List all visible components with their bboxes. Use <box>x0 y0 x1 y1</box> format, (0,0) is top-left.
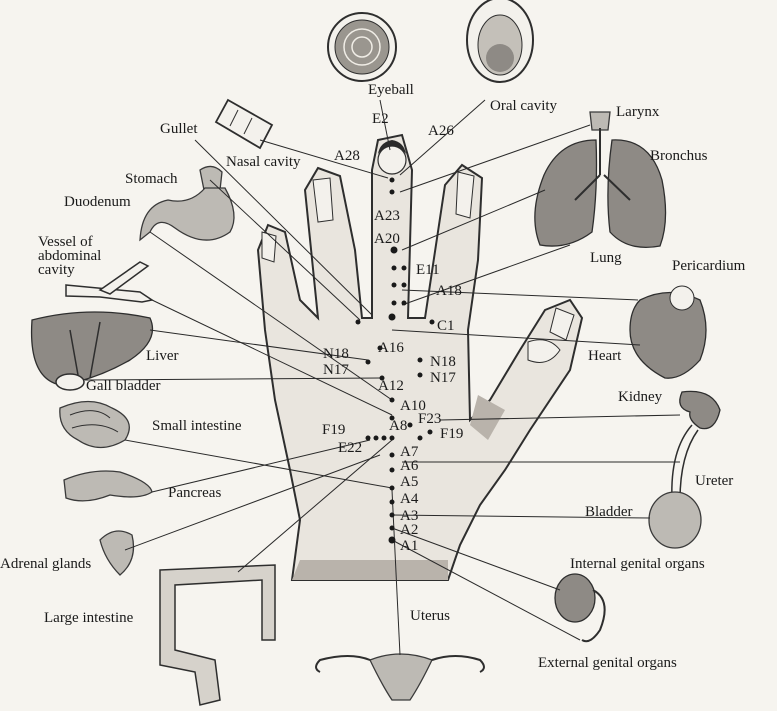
eyeball-icon <box>327 12 397 82</box>
point-a4: A4 <box>400 491 419 507</box>
duodenum-label: Duodenum <box>64 194 131 210</box>
adrenal-label: Adrenal glands <box>0 556 91 572</box>
gullet-label: Gullet <box>160 121 198 137</box>
point-a1: A1 <box>400 538 418 554</box>
pancreas-label: Pancreas <box>168 485 221 501</box>
larynx-label: Larynx <box>616 104 660 120</box>
ureter-label: Ureter <box>695 473 733 489</box>
uterus-label: Uterus <box>410 608 450 624</box>
stomach-icon <box>139 187 235 242</box>
point-e2: E2 <box>372 111 389 127</box>
point-n18-left: N18 <box>323 346 349 362</box>
point-f23: F23 <box>418 411 441 427</box>
point-a20: A20 <box>374 231 400 247</box>
point-n17-left: N17 <box>323 362 349 378</box>
internal-genital-label: Internal genital organs <box>570 556 705 572</box>
point-c1: C1 <box>437 318 455 334</box>
gullet-icon <box>199 165 223 191</box>
point-a10: A10 <box>400 398 426 414</box>
leader-lines <box>84 99 681 656</box>
point-n17-right: N17 <box>430 370 456 386</box>
point-f19-left: F19 <box>322 422 345 438</box>
nasal-cavity-icon <box>214 98 274 150</box>
point-a12: A12 <box>378 378 404 394</box>
stomach-label: Stomach <box>125 171 178 187</box>
point-e22: E22 <box>338 440 362 456</box>
point-a28: A28 <box>334 148 360 164</box>
point-a3: A3 <box>400 508 418 524</box>
bladder-icon <box>648 491 702 549</box>
large-intestine-icon <box>159 564 276 706</box>
vessel-label-line3: cavity <box>38 262 75 278</box>
point-a16: A16 <box>378 340 404 356</box>
vessel-label-line2: abdominal <box>38 248 101 264</box>
pericardium-label: Pericardium <box>672 258 746 274</box>
point-n18-right: N18 <box>430 354 456 370</box>
point-a5: A5 <box>400 474 418 490</box>
vessel-icon <box>65 261 154 303</box>
bladder-label: Bladder <box>585 504 632 520</box>
gall-bladder-icon <box>55 373 85 391</box>
gall-bladder-label: Gall bladder <box>86 378 161 394</box>
large-intestine-label: Large intestine <box>44 610 134 626</box>
small-intestine-icon <box>59 400 130 449</box>
point-e11: E11 <box>416 262 440 278</box>
liver-label: Liver <box>146 348 178 364</box>
oral-cavity-icon <box>466 0 534 83</box>
external-genital-label: External genital organs <box>538 655 677 671</box>
kidney-icon <box>671 390 721 501</box>
point-a26: A26 <box>428 123 454 139</box>
face-icon <box>377 145 407 175</box>
adrenal-icon <box>99 530 135 576</box>
point-a2: A2 <box>400 522 418 538</box>
nasal-cavity-label: Nasal cavity <box>226 154 301 170</box>
point-a23: A23 <box>374 208 400 224</box>
liver-icon <box>30 311 154 386</box>
point-a8: A8 <box>389 418 407 434</box>
pancreas-icon <box>63 470 153 502</box>
point-f19-right: F19 <box>440 426 463 442</box>
small-intestine-label: Small intestine <box>152 418 242 434</box>
uterus-icon <box>315 653 485 701</box>
point-a18: A18 <box>436 283 462 299</box>
kidney-label: Kidney <box>618 389 663 405</box>
heart-icon <box>629 285 707 379</box>
bronchus-label: Bronchus <box>650 148 708 164</box>
vessel-label-line1: Vessel of <box>38 234 93 250</box>
larynx-icon <box>589 111 611 131</box>
eyeball-label: Eyeball <box>368 82 414 98</box>
point-a6: A6 <box>400 458 419 474</box>
acupoints <box>355 177 435 544</box>
oral-cavity-label: Oral cavity <box>490 98 558 114</box>
lung-label: Lung <box>590 250 622 266</box>
heart-label: Heart <box>588 348 622 364</box>
internal-genital-icon <box>554 573 606 643</box>
lung-icon <box>534 128 667 249</box>
point-a7: A7 <box>400 444 419 460</box>
